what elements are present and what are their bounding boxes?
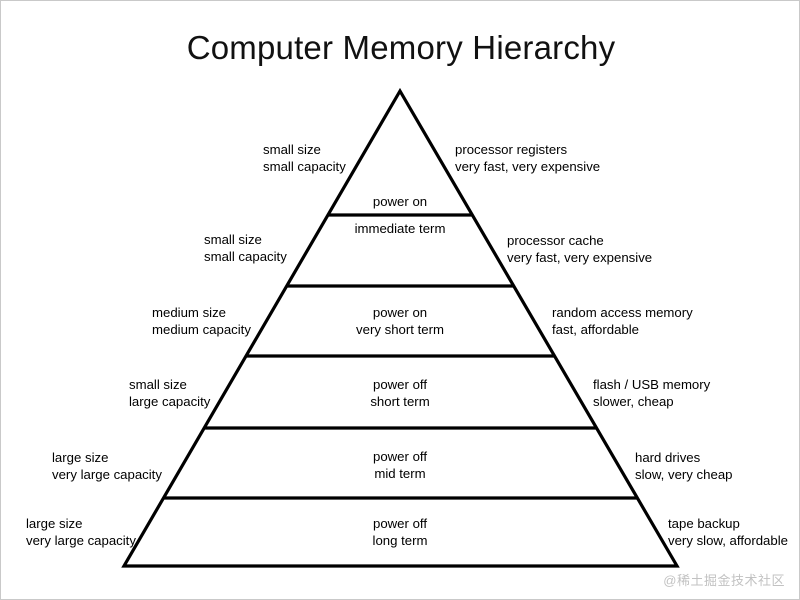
tier-5-left-line-1: large size (52, 450, 109, 465)
tier-1-right-line-1: processor registers (455, 142, 568, 157)
tier-2-center-line-2: immediate term (354, 221, 446, 236)
tier-6-center-line-1: power off (372, 516, 428, 531)
tier-2-left-label: small size small capacity (204, 231, 287, 265)
tier-6-right-label: tape backup very slow, affordable (668, 515, 788, 549)
tier-6-center-line-2: long term (372, 533, 428, 548)
tier-5-center-line-2: mid term (374, 466, 426, 481)
tier-3-left-line-2: medium capacity (152, 322, 251, 337)
tier-3-left-label: medium size medium capacity (152, 304, 251, 338)
tier-3-center-label: power on very short term (356, 304, 444, 338)
tier-2-left-line-2: small capacity (204, 249, 287, 264)
page-title: Computer Memory Hierarchy (186, 29, 616, 66)
tier-4-left-line-2: large capacity (129, 394, 211, 409)
tier-3-right-line-2: fast, affordable (552, 322, 639, 337)
tier-6-right-line-2: very slow, affordable (668, 533, 788, 548)
tier-2-right-line-2: very fast, very expensive (507, 250, 653, 265)
tier-4-center-label: power off short term (370, 376, 429, 410)
tier-2-right-line-1: processor cache (507, 233, 604, 248)
tier-2-center-line-1: power on (372, 194, 428, 209)
tier-6-right-line-1: tape backup (668, 516, 740, 531)
tier-5-right-label: hard drives slow, very cheap (635, 449, 733, 483)
tier-2-center-label-lower: immediate term (355, 220, 446, 237)
tier-3-left-line-1: medium size (152, 305, 227, 320)
tier-5-right-line-1: hard drives (635, 450, 701, 465)
tier-5-center-label: power off mid term (373, 448, 427, 482)
watermark: @稀土掘金技术社区 (663, 573, 785, 588)
tier-5-left-line-2: very large capacity (52, 467, 162, 482)
tier-5-right-line-2: slow, very cheap (635, 467, 733, 482)
tier-6-left-line-1: large size (26, 516, 83, 531)
tier-4-left-label: small size large capacity (129, 376, 210, 410)
tier-4-center-line-2: short term (370, 394, 430, 409)
tier-1-left-line-1: small size (263, 142, 321, 157)
tier-6-center-label: power off long term (373, 515, 428, 549)
tier-5-left-label: large size very large capacity (52, 449, 162, 483)
tier-3-center-line-2: very short term (356, 322, 444, 337)
tier-1-left-label: small size small capacity (263, 141, 346, 175)
tier-4-right-line-2: slower, cheap (593, 394, 674, 409)
pyramid-outline (121, 87, 680, 568)
tier-4-center-line-1: power off (372, 377, 428, 392)
tier-2-center-label-upper: power on (373, 193, 427, 210)
tier-6-left-label: large size very large capacity (26, 515, 136, 549)
tier-3-center-line-1: power on (372, 305, 428, 320)
tier-1-right-label: processor registers very fast, very expe… (455, 141, 600, 175)
tier-3-right-line-1: random access memory (552, 305, 693, 320)
tier-4-left-line-1: small size (129, 377, 187, 392)
tier-4-right-line-1: flash / USB memory (593, 377, 711, 392)
tier-2-right-label: processor cache very fast, very expensiv… (507, 232, 652, 266)
tier-1-left-line-2: small capacity (263, 159, 346, 174)
tier-6-left-line-2: very large capacity (26, 533, 136, 548)
tier-4-right-label: flash / USB memory slower, cheap (593, 376, 710, 410)
tier-2-left-line-1: small size (204, 232, 262, 247)
tier-3-right-label: random access memory fast, affordable (552, 304, 693, 338)
tier-5-center-line-1: power off (372, 449, 428, 464)
tier-1-right-line-2: very fast, very expensive (455, 159, 601, 174)
